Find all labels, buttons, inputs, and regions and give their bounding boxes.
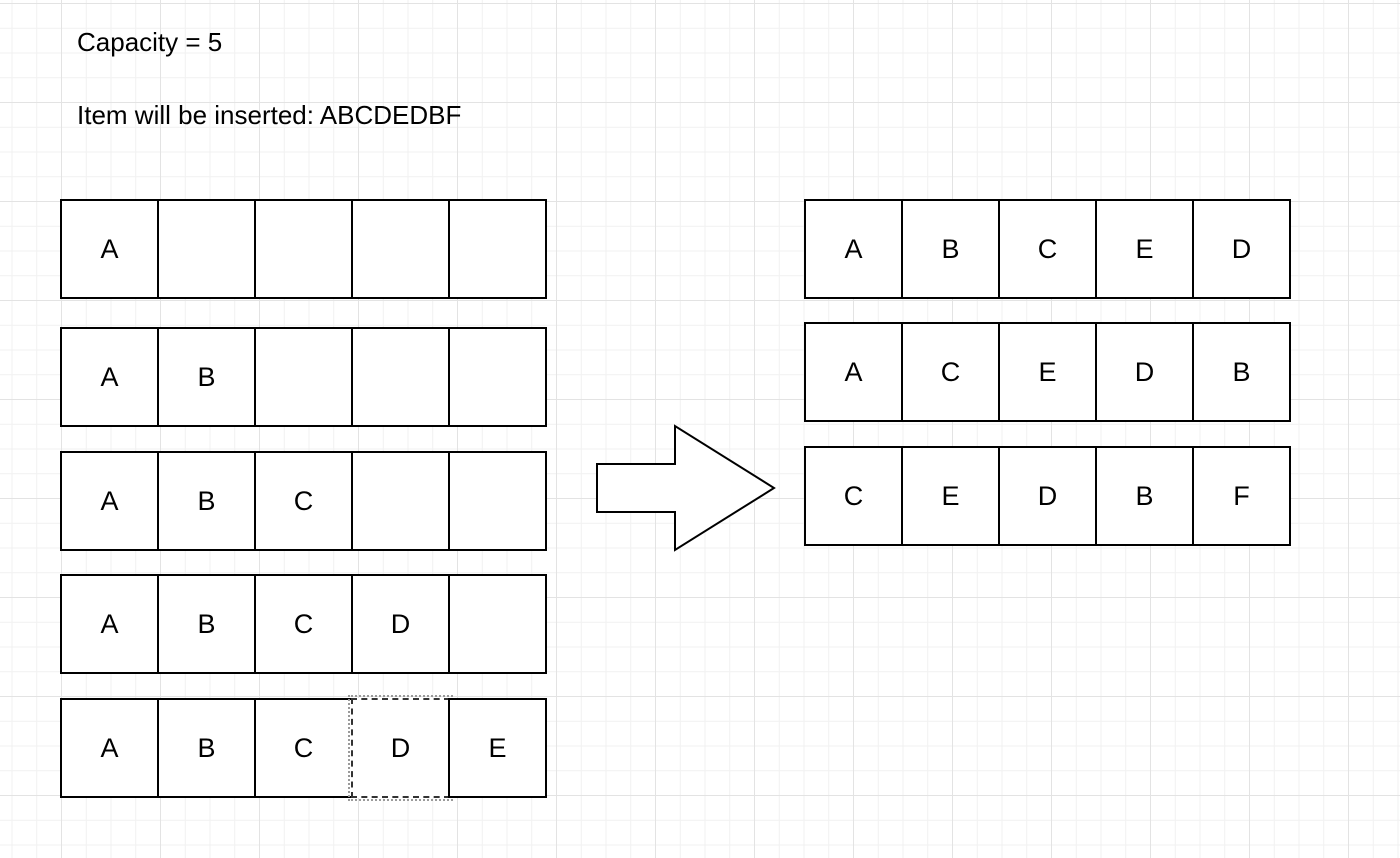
cell[interactable]: C	[998, 199, 1097, 299]
cell[interactable]	[157, 199, 256, 299]
left-row-step-2: A B	[60, 327, 555, 427]
cell[interactable]: D	[1095, 322, 1194, 422]
cell[interactable]: B	[157, 698, 256, 798]
left-row-step-3: A B C	[60, 451, 555, 551]
cell[interactable]: B	[157, 574, 256, 674]
right-row-step-3: C E D B F	[804, 446, 1299, 546]
cell[interactable]: C	[254, 574, 353, 674]
cell[interactable]: A	[60, 451, 159, 551]
cell[interactable]: F	[1192, 446, 1291, 546]
cell[interactable]	[351, 327, 450, 427]
cell[interactable]: C	[804, 446, 903, 546]
left-row-step-4: A B C D	[60, 574, 555, 674]
cell[interactable]	[254, 327, 353, 427]
cell[interactable]: A	[60, 574, 159, 674]
cell[interactable]: B	[157, 327, 256, 427]
cell[interactable]	[254, 199, 353, 299]
right-row-step-2: A C E D B	[804, 322, 1299, 422]
cell[interactable]: B	[901, 199, 1000, 299]
cell[interactable]: A	[804, 199, 903, 299]
insert-sequence-label: Item will be inserted: ABCDEDBF	[77, 100, 462, 130]
cell[interactable]: E	[998, 322, 1097, 422]
right-arrow-icon	[596, 424, 776, 552]
cell[interactable]: E	[901, 446, 1000, 546]
cell[interactable]	[448, 327, 547, 427]
cell[interactable]: A	[60, 327, 159, 427]
selected-cell[interactable]: D	[348, 695, 453, 801]
cell[interactable]: B	[157, 451, 256, 551]
cell[interactable]: D	[351, 574, 450, 674]
cell[interactable]: B	[1192, 322, 1291, 422]
cell[interactable]: E	[1095, 199, 1194, 299]
cell[interactable]	[448, 451, 547, 551]
capacity-label: Capacity = 5	[77, 27, 223, 57]
cell[interactable]: D	[998, 446, 1097, 546]
cell[interactable]: A	[60, 199, 159, 299]
cell[interactable]	[448, 574, 547, 674]
cell[interactable]: C	[254, 698, 353, 798]
left-row-step-5: A B C D E	[60, 695, 555, 801]
left-row-step-1: A	[60, 199, 555, 299]
cell[interactable]	[351, 199, 450, 299]
cell[interactable]	[351, 451, 450, 551]
cell[interactable]	[448, 199, 547, 299]
cell[interactable]: A	[804, 322, 903, 422]
right-row-step-1: A B C E D	[804, 199, 1299, 299]
cell[interactable]: C	[901, 322, 1000, 422]
cell[interactable]: C	[254, 451, 353, 551]
cell[interactable]: E	[448, 698, 547, 798]
cell[interactable]: A	[60, 698, 159, 798]
cell[interactable]: B	[1095, 446, 1194, 546]
cell[interactable]: D	[1192, 199, 1291, 299]
